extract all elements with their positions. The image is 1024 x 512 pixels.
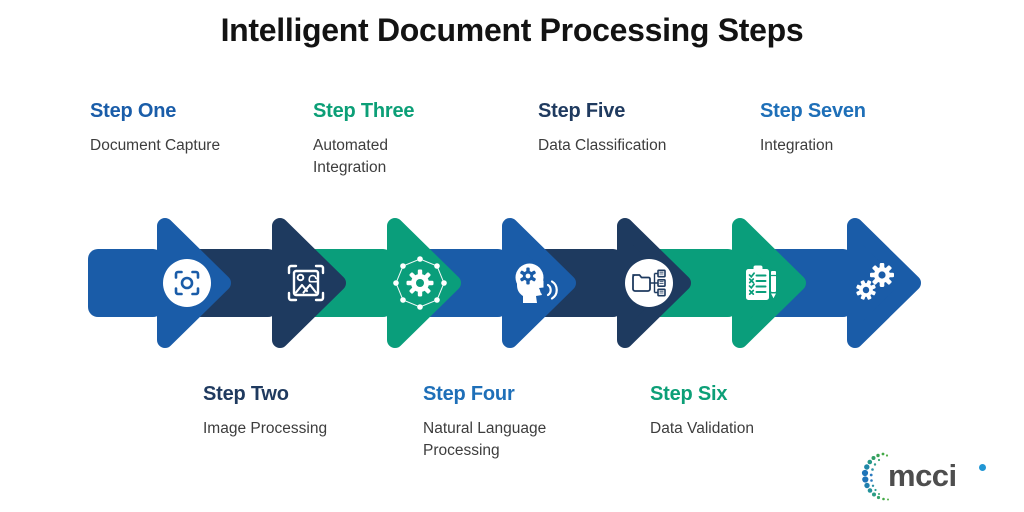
step-five-heading: Step Five xyxy=(538,100,626,122)
step-seven-label: Step Seven Integration xyxy=(760,100,866,157)
data-validation-icon xyxy=(746,265,777,300)
mcci-logo-i-dot xyxy=(979,464,986,471)
step-one-label: Step One Document Capture xyxy=(90,100,220,157)
data-classification-icon xyxy=(625,259,673,307)
process-arrow-band xyxy=(88,218,921,348)
step-five-label: Step Five Data Classification xyxy=(538,100,666,157)
step-one-description: Document Capture xyxy=(90,137,221,154)
step-six-heading: Step Six xyxy=(650,383,728,405)
natural-language-processing-icon xyxy=(515,263,558,303)
page-title: Intelligent Document Processing Steps xyxy=(220,12,804,48)
step-five-description: Data Classification xyxy=(538,137,667,154)
integration-icon xyxy=(856,263,894,300)
step-two-heading: Step Two xyxy=(203,383,289,405)
mcci-logo: mcci xyxy=(856,450,1006,505)
document-capture-icon xyxy=(163,259,211,307)
automated-integration-icon xyxy=(393,256,447,310)
step-seven-heading: Step Seven xyxy=(760,100,866,122)
image-processing-icon xyxy=(287,264,325,302)
step-four-label: Step Four Natural Language Processing xyxy=(423,383,575,462)
mcci-logo-text: mcci xyxy=(888,458,957,493)
step-two-description: Image Processing xyxy=(203,420,328,437)
step-two-label: Step Two Image Processing xyxy=(203,383,327,440)
step-six-description: Data Validation xyxy=(650,420,754,437)
step-six-label: Step Six Data Validation xyxy=(650,383,754,440)
mcci-logo-arc-icon xyxy=(861,452,889,501)
step-three-description: Automated Integration xyxy=(313,137,388,176)
step-three-label: Step Three Automated Integration xyxy=(313,100,431,179)
step-four-description: Natural Language Processing xyxy=(423,420,547,459)
step-one-heading: Step One xyxy=(90,100,177,122)
step-three-heading: Step Three xyxy=(313,100,415,122)
step-four-heading: Step Four xyxy=(423,383,515,405)
step-seven-description: Integration xyxy=(760,137,834,154)
